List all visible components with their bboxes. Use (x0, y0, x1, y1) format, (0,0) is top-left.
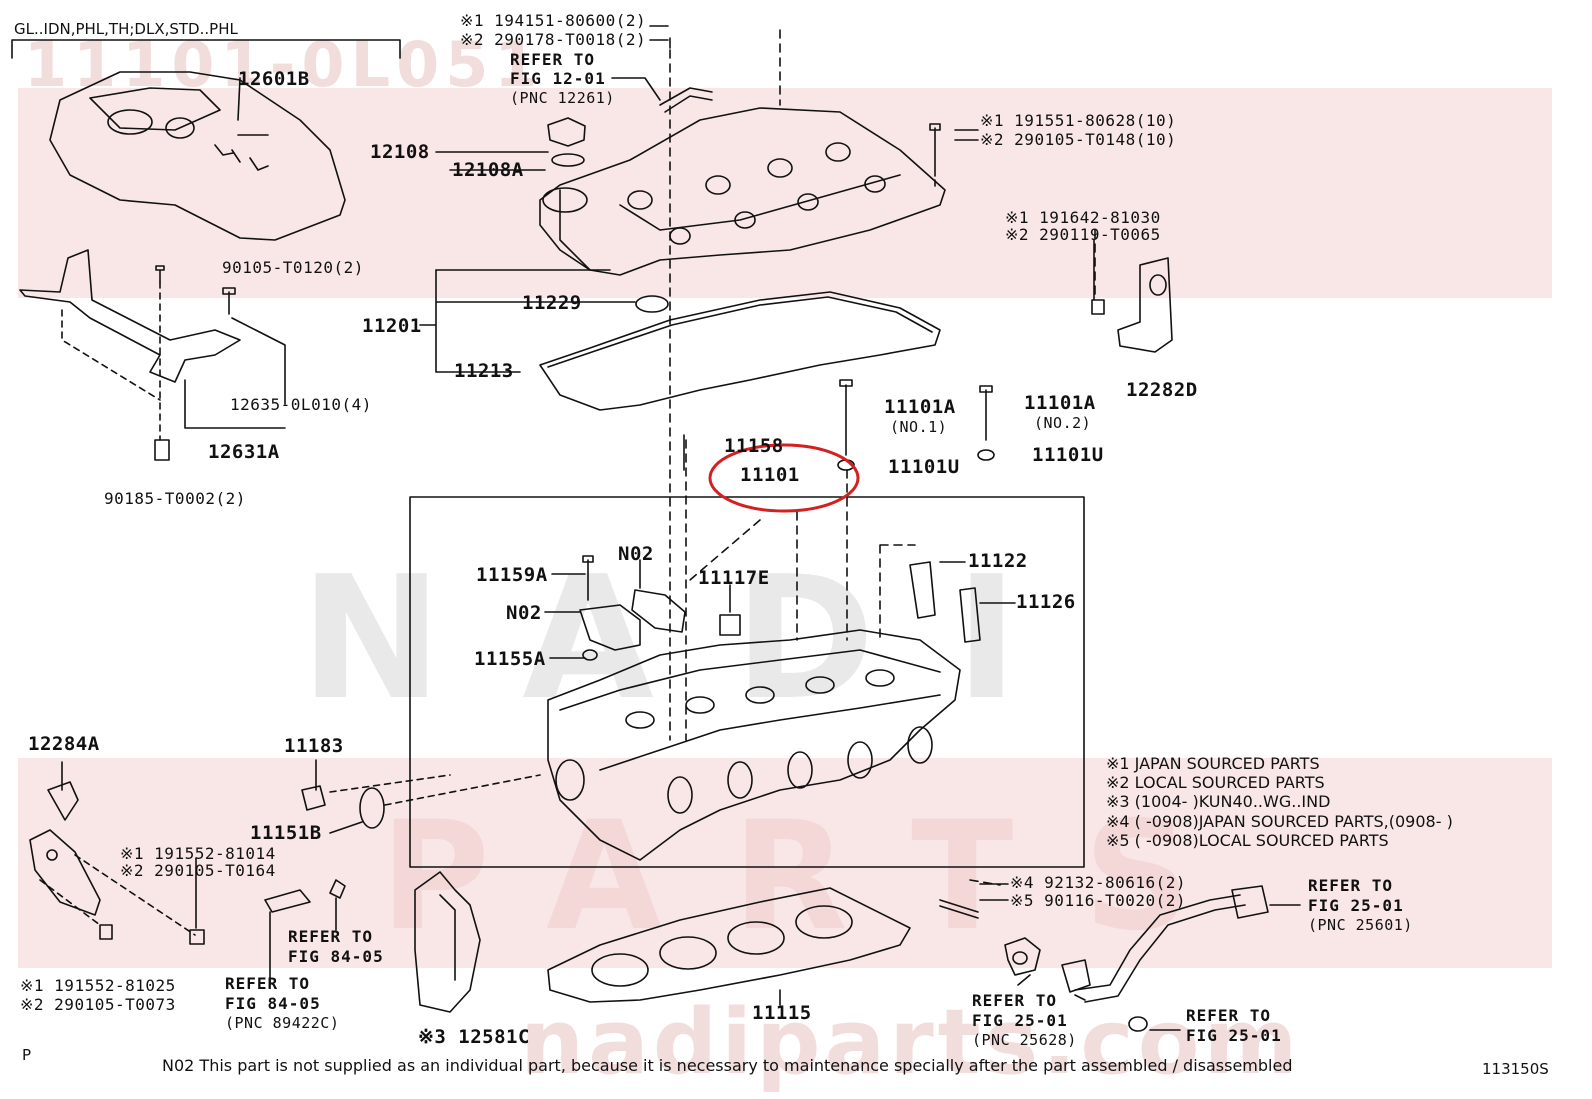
footer-p: P (22, 1046, 32, 1064)
label-90116-t0020[interactable]: ※5 90116-T0020(2) (1010, 891, 1187, 910)
label-12284a[interactable]: 12284A (28, 733, 100, 755)
refer-line-1: REFER TO (1308, 876, 1394, 895)
label-290105-t0073[interactable]: ※2 290105-T0073 (20, 995, 176, 1014)
refer-line-2: FIG 25-01 (972, 1011, 1068, 1030)
label-no2: (NO.2) (1034, 414, 1092, 432)
label-11101u-2[interactable]: 11101U (1032, 444, 1104, 466)
refer-line-1: REFER TO (225, 974, 311, 993)
valve-cover (539, 107, 946, 276)
label-11159a[interactable]: 11159A (476, 564, 548, 586)
watermark-brand-2: PARTS (380, 790, 1262, 964)
refer-line-3: (PNC 25601) (1308, 916, 1413, 934)
note-4: ※4 ( -0908)JAPAN SOURCED PARTS,(0908- ) (1106, 811, 1453, 831)
sourcing-notes: ※1 JAPAN SOURCED PARTS ※2 LOCAL SOURCED … (1106, 754, 1453, 850)
refer-line-3: (PNC 12261) (510, 89, 615, 107)
label-11151b[interactable]: 11151B (250, 822, 322, 844)
label-90105-t0120[interactable]: 90105-T0120(2) (222, 258, 364, 277)
label-11201[interactable]: 11201 (362, 315, 422, 337)
highlight-ellipse (708, 443, 860, 513)
refer-line-1: REFER TO (972, 991, 1058, 1010)
watermark-band-bottom (18, 758, 1552, 968)
refer-line-3: (PNC 25628) (972, 1031, 1077, 1049)
refer-fig-25-01-c[interactable]: REFER TO FIG 25-01 (1186, 1008, 1282, 1044)
footer-code: 113150S (1482, 1060, 1549, 1078)
label-12635-0l010[interactable]: 12635-0L010(4) (230, 395, 372, 414)
refer-line-2: FIG 84-05 (288, 947, 384, 966)
label-290105-t0148[interactable]: ※2 290105-T0148(10) (980, 130, 1177, 149)
label-no1: (NO.1) (890, 418, 948, 436)
label-11126[interactable]: 11126 (1016, 591, 1076, 613)
note-1: ※1 JAPAN SOURCED PARTS (1106, 754, 1320, 773)
refer-line-3: (PNC 89422C) (225, 1014, 340, 1032)
label-n02-1[interactable]: N02 (618, 543, 654, 565)
label-11213[interactable]: 11213 (454, 360, 514, 382)
note-2: ※2 LOCAL SOURCED PARTS (1106, 773, 1325, 793)
label-11122[interactable]: 11122 (968, 550, 1028, 572)
label-n02-2[interactable]: N02 (506, 602, 542, 624)
label-12282d[interactable]: 12282D (1126, 379, 1198, 401)
label-11155a[interactable]: 11155A (474, 648, 546, 670)
label-12631a[interactable]: 12631A (208, 441, 280, 463)
label-11101a-no1[interactable]: 11101A (884, 396, 956, 418)
label-290105-t0164[interactable]: ※2 290105-T0164 (120, 861, 276, 880)
label-11183[interactable]: 11183 (284, 735, 344, 757)
head-cover-gasket (539, 291, 941, 411)
refer-line-1: REFER TO (510, 50, 596, 69)
watermark-band-top (18, 88, 1552, 298)
label-290119-t0065[interactable]: ※2 290119-T0065 (1005, 225, 1161, 244)
label-11101[interactable]: 11101 (740, 464, 800, 486)
cylinder-head-box (409, 496, 1085, 868)
footer-note: N02 This part is not supplied as an indi… (162, 1056, 1293, 1075)
refer-line-2: FIG 84-05 (225, 994, 321, 1013)
label-92132-80616[interactable]: ※4 92132-80616(2) (1010, 873, 1187, 892)
watermark-site: nadiparts.com (520, 990, 1302, 1095)
label-12108a[interactable]: 12108A (452, 159, 524, 181)
label-11117e[interactable]: 11117E (698, 567, 770, 589)
refer-fig-84-05-b[interactable]: REFER TO FIG 84-05 (PNC 89422C) (225, 976, 339, 1031)
engine-cover-12601b (49, 71, 346, 241)
label-191552-81014[interactable]: ※1 191552-81014 (120, 844, 276, 863)
refer-line-1: REFER TO (1186, 1006, 1272, 1025)
label-11101u-1[interactable]: 11101U (888, 456, 960, 478)
label-12601b[interactable]: 12601B (238, 68, 310, 90)
refer-line-2: FIG 12-01 (510, 69, 606, 88)
label-12108[interactable]: 12108 (370, 141, 430, 163)
label-12581c[interactable]: ※3 12581C (418, 1026, 530, 1048)
refer-line-2: FIG 25-01 (1186, 1026, 1282, 1045)
watermark-brand: NADI (300, 540, 1099, 738)
label-90185-t0002[interactable]: 90185-T0002(2) (104, 489, 246, 508)
refer-fig-12-01[interactable]: REFER TO FIG 12-01 (PNC 12261) (510, 52, 615, 106)
label-11115[interactable]: 11115 (752, 1002, 812, 1024)
label-11101a-no2[interactable]: 11101A (1024, 392, 1096, 414)
label-194151-80600[interactable]: ※1 194151-80600(2) (460, 11, 647, 30)
label-191552-81025[interactable]: ※1 191552-81025 (20, 976, 176, 995)
refer-fig-25-01-a[interactable]: REFER TO FIG 25-01 (PNC 25628) (972, 993, 1077, 1048)
note-5: ※5 ( -0908)LOCAL SOURCED PARTS (1106, 830, 1389, 850)
refer-fig-25-01-b[interactable]: REFER TO FIG 25-01 (PNC 25601) (1308, 878, 1413, 933)
model-variant: GL..IDN,PHL,TH;DLX,STD..PHL (14, 20, 238, 38)
label-290178-t0018[interactable]: ※2 290178-T0018(2) (460, 30, 647, 49)
note-3: ※3 (1004- )KUN40..WG..IND (1106, 792, 1331, 812)
head-gasket (547, 887, 911, 1003)
label-191551-80628[interactable]: ※1 191551-80628(10) (980, 111, 1177, 130)
refer-fig-84-05-a[interactable]: REFER TO FIG 84-05 (288, 929, 384, 965)
refer-line-1: REFER TO (288, 927, 374, 946)
label-11158[interactable]: 11158 (724, 435, 784, 457)
refer-line-2: FIG 25-01 (1308, 896, 1404, 915)
label-11229[interactable]: 11229 (522, 292, 582, 314)
label-191642-81030[interactable]: ※1 191642-81030 (1005, 208, 1161, 227)
cylinder-head (547, 629, 961, 861)
